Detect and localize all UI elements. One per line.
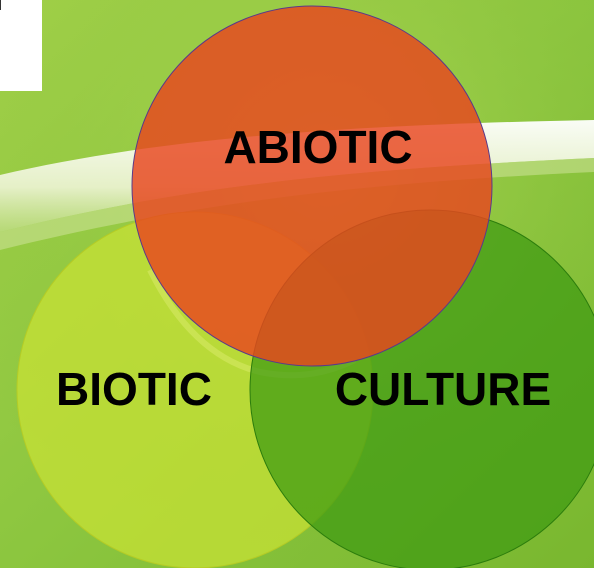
venn-label-abiotic: ABIOTIC [223, 121, 412, 173]
venn-label-culture: CULTURE [335, 363, 551, 415]
venn-circle-abiotic [131, 5, 493, 367]
corner-white-panel [0, 0, 42, 91]
corner-mark [0, 0, 5, 10]
leaf-highlight-edge [0, 158, 594, 250]
venn-label-biotic: BIOTIC [56, 363, 212, 415]
